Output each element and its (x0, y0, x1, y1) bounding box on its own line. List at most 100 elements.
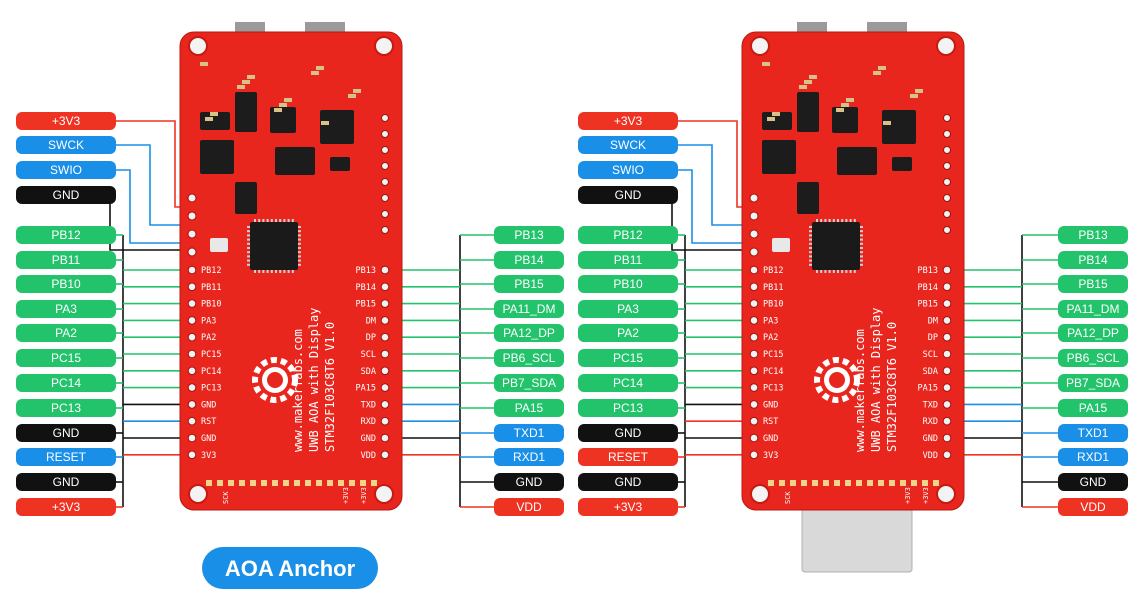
label-pill (1058, 374, 1128, 392)
label-text: GND (1080, 475, 1107, 489)
right-label-pb13: PB13 (1058, 226, 1128, 244)
label-text: PA2 (617, 326, 639, 340)
header-pad-right (380, 383, 390, 392)
pad (943, 194, 951, 202)
silk-pin-pb15: PB15 (356, 300, 376, 310)
swd-pad (187, 247, 197, 257)
wire-left-2 (678, 169, 754, 244)
passive-component (242, 80, 250, 84)
mcu-pin (247, 226, 250, 228)
label-pill (1058, 399, 1128, 417)
header-pad-left (749, 316, 759, 325)
smd-chip (837, 147, 877, 175)
smd-chip (235, 182, 257, 214)
label-text: PA12_DP (503, 326, 555, 340)
label-text: PB14 (514, 253, 544, 267)
label-text: SWCK (610, 138, 646, 152)
label-text: PB7_SDA (502, 376, 556, 390)
mcu-pin (860, 247, 863, 249)
header-pad-right (380, 282, 390, 292)
passive-component (762, 62, 770, 66)
board-text-0: www.makerfabs.com (291, 329, 305, 452)
label-pill (578, 112, 678, 130)
passive-component (841, 103, 849, 107)
header-pad-right (380, 433, 390, 443)
left-label-swio: SWIO (16, 161, 116, 179)
passive-component (247, 75, 255, 79)
label-pill (494, 498, 564, 516)
label-text: GND (53, 475, 80, 489)
mcu-pin (853, 219, 856, 222)
swd-pad (187, 211, 197, 221)
wire-left-2 (116, 169, 192, 244)
right-labels: PB13PB14PB15PA11_DMPA12_DPPB6_SCLPB7_SDA… (494, 226, 564, 516)
mcu-pin (298, 234, 301, 237)
label-pill (1058, 448, 1128, 466)
header-pad-left (187, 299, 197, 308)
mcu-chip (250, 222, 298, 270)
mcu-pin (270, 219, 273, 222)
label-pill (1058, 251, 1128, 269)
wire-left-1 (116, 144, 192, 226)
mcu-pin (262, 219, 265, 222)
passive-component (279, 103, 287, 107)
right-label-gnd: GND (494, 473, 564, 491)
board-text-2: STM32F103C8T6 V1.0 (323, 322, 337, 452)
silk-pin-pa15: PA15 (918, 384, 938, 394)
label-pill (16, 186, 116, 204)
silk-pin-pa3: PA3 (763, 316, 778, 326)
label-text: PB7_SDA (1066, 376, 1120, 390)
label-pill (578, 324, 678, 342)
left-label-pa2: PA2 (16, 324, 116, 342)
bottom-pad (360, 480, 366, 486)
bottom-pad (349, 480, 355, 486)
makerfabs-gear-icon (814, 357, 860, 403)
label-text: PA11_DM (503, 302, 556, 316)
mcu-pin (809, 259, 812, 262)
right-label-pb15: PB15 (1058, 275, 1128, 293)
left-label-pc15: PC15 (578, 349, 678, 367)
label-pill (578, 275, 678, 293)
mcu-pin (828, 219, 831, 222)
bottom-pad (922, 480, 928, 486)
right-label-txd1: TXD1 (1058, 424, 1128, 442)
bottom-pad (316, 480, 322, 486)
label-pill (16, 136, 116, 154)
bottom-pad (823, 480, 829, 486)
right-label-rxd1: RXD1 (494, 448, 564, 466)
silk-pin-sda: SDA (923, 367, 938, 377)
header-pad-right (942, 332, 952, 342)
header-pad-right (942, 383, 952, 392)
left-label-pb11: PB11 (578, 251, 678, 269)
mcu-pin (275, 270, 277, 273)
silk-pin-pc15: PC15 (201, 350, 221, 360)
mcu-pin (828, 270, 831, 273)
left-label-gnd: GND (578, 424, 678, 442)
header-pad-left (187, 332, 197, 342)
smd-chip (330, 157, 350, 171)
label-text: PB11 (52, 253, 81, 267)
mcu-pin (275, 219, 277, 222)
swd-pad (187, 193, 197, 203)
label-pill (1058, 324, 1128, 342)
header-pad-right (942, 316, 952, 325)
mcu-pin (287, 270, 290, 273)
left-label-swck: SWCK (16, 136, 116, 154)
label-text: TXD1 (514, 426, 545, 440)
bottom-pad (228, 480, 234, 486)
label-text: PA3 (55, 302, 77, 316)
left-label-3v3: +3V3 (16, 498, 116, 516)
passive-component (836, 108, 844, 112)
right-label-pa12-dp: PA12_DP (1058, 324, 1128, 342)
label-pill (578, 424, 678, 442)
header-pad-left (749, 282, 759, 292)
silk-pin-pb15: PB15 (918, 300, 938, 310)
label-text: +3V3 (52, 500, 81, 514)
mcu-pin (298, 226, 301, 228)
silk-pin-pa2: PA2 (763, 333, 778, 343)
mcu-pin (809, 234, 812, 237)
smd-chip (275, 147, 315, 175)
header-pad-right (380, 416, 390, 426)
